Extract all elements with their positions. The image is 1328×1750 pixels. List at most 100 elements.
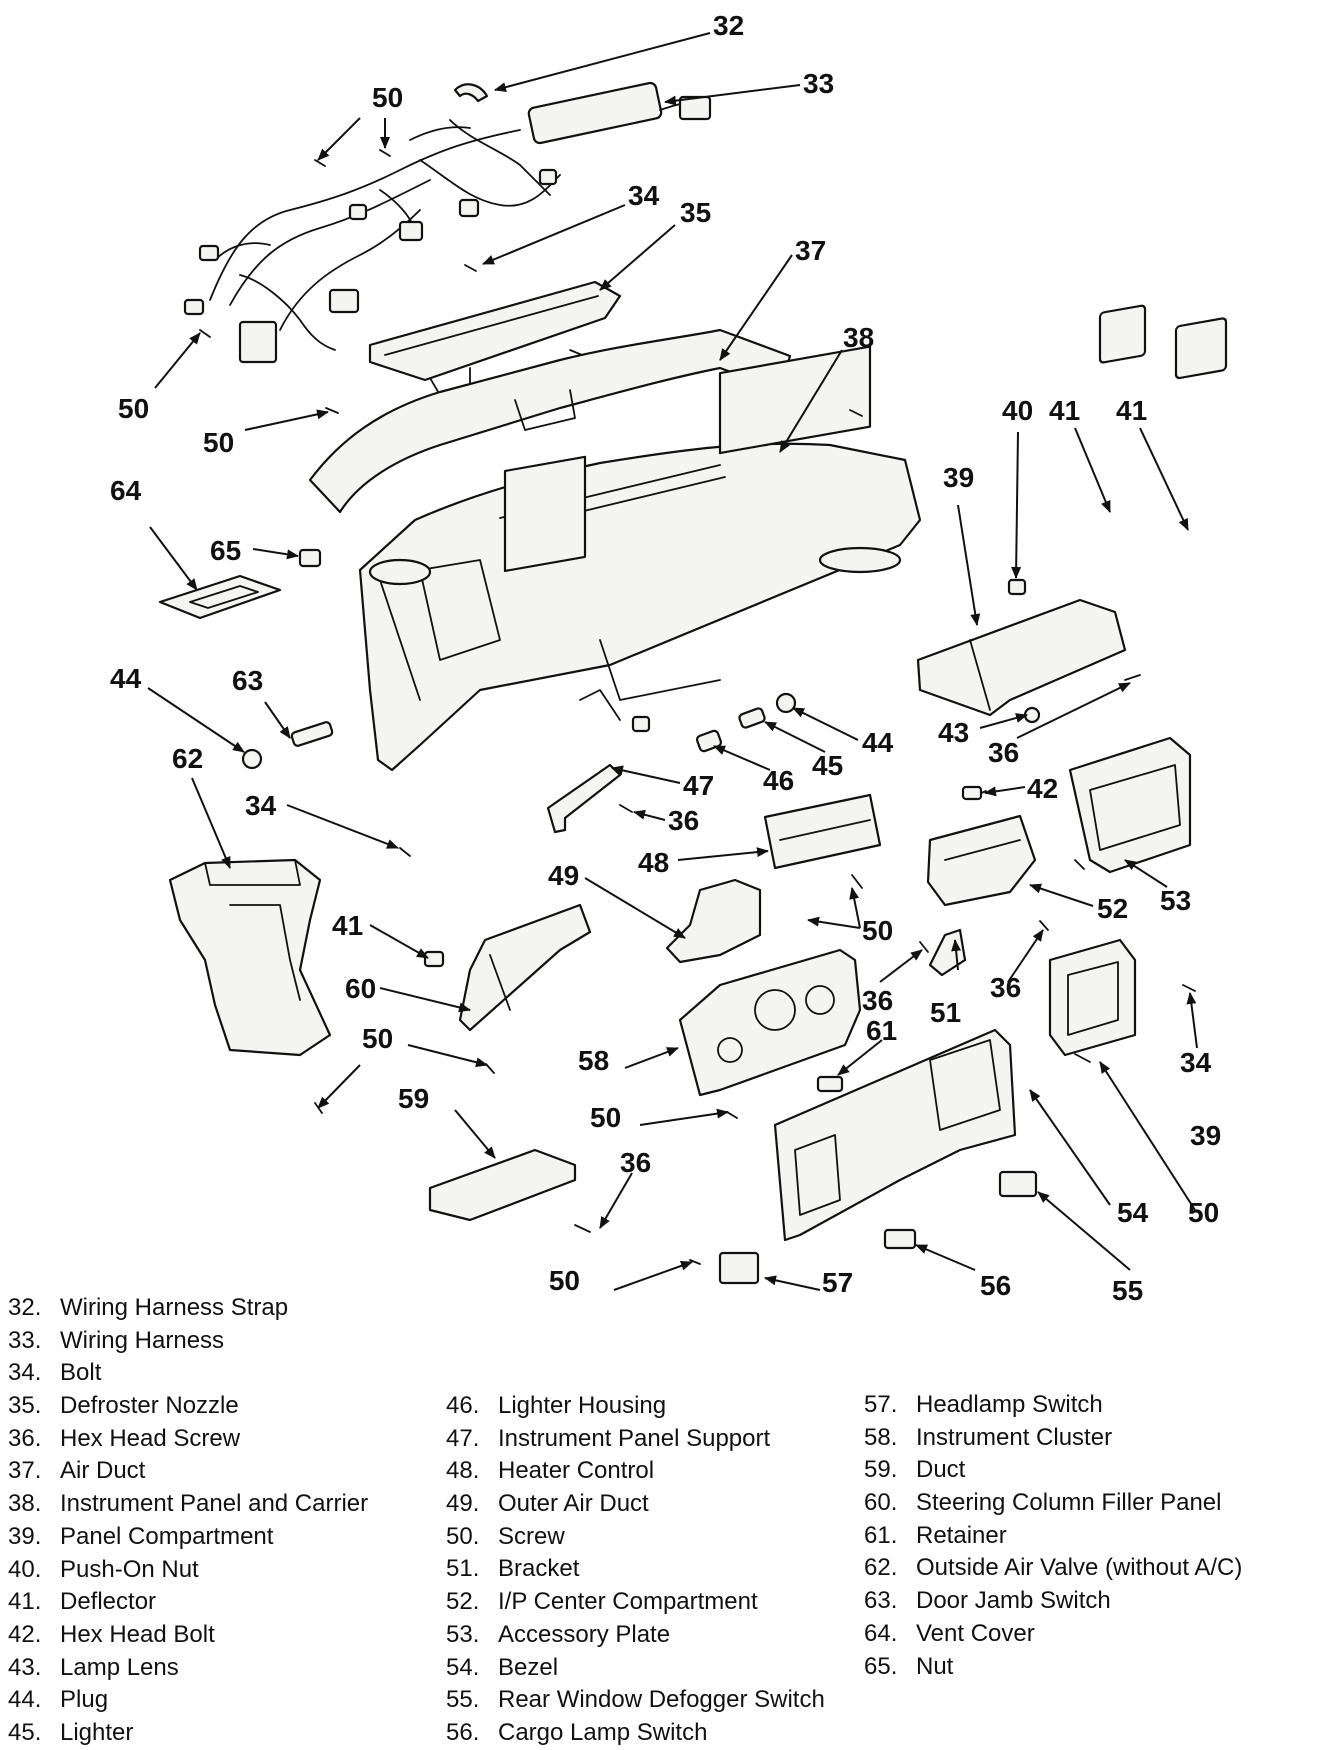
legend-item: 52.I/P Center Compartment (446, 1588, 758, 1616)
retainer (816, 1075, 844, 1093)
legend-item: 59.Duct (864, 1456, 966, 1484)
callout-63: 63 (232, 665, 263, 696)
instrument-panel-support (546, 763, 622, 834)
callout-64: 64 (110, 475, 142, 506)
callout-50: 50 (372, 82, 403, 113)
callout-41: 41 (332, 910, 363, 941)
legend-item: 36.Hex Head Screw (8, 1424, 241, 1452)
legend-item: 62.Outside Air Valve (without A/C) (864, 1554, 1243, 1582)
legend-item: 60.Steering Column Filler Panel (864, 1489, 1222, 1517)
callout-45: 45 (812, 750, 843, 781)
callout-38: 38 (843, 322, 874, 353)
outside-air-valve (168, 858, 332, 1057)
callout-50: 50 (590, 1102, 621, 1133)
callout-34: 34 (628, 180, 660, 211)
bracket (928, 928, 967, 977)
callout-50: 50 (549, 1265, 580, 1296)
wiring-harness-strap (453, 83, 489, 103)
legend-item: 37.Air Duct (8, 1457, 146, 1485)
legend-item: 49.Outer Air Duct (446, 1490, 649, 1518)
callout-36: 36 (990, 972, 1021, 1003)
callout-54: 54 (1117, 1197, 1149, 1228)
callout-36: 36 (668, 805, 699, 836)
callout-35: 35 (680, 197, 711, 228)
callout-39: 39 (943, 462, 974, 493)
legend-item: 33.Wiring Harness (8, 1326, 225, 1354)
legend-item: 64.Vent Cover (864, 1619, 1035, 1647)
callout-52: 52 (1097, 893, 1128, 924)
heater-control (763, 793, 882, 870)
callout-39: 39 (1190, 1120, 1221, 1151)
callout-34: 34 (1180, 1047, 1212, 1078)
callout-34: 34 (245, 790, 277, 821)
callout-61: 61 (866, 1015, 897, 1046)
legend-item: 42.Hex Head Bolt (8, 1620, 215, 1648)
callout-44: 44 (110, 663, 142, 694)
defroster-nozzle (368, 280, 622, 396)
hex-head-bolt (961, 785, 983, 801)
callout-49: 49 (548, 860, 579, 891)
callout-50: 50 (362, 1023, 393, 1054)
callout-43: 43 (938, 717, 969, 748)
callout-65: 65 (210, 535, 241, 566)
callout-57: 57 (822, 1267, 853, 1298)
ip-center-compartment (926, 814, 1037, 907)
callout-50: 50 (118, 393, 149, 424)
instrument-cluster (678, 948, 862, 1097)
legend-item: 63.Door Jamb Switch (864, 1587, 1111, 1615)
legend-item: 45.Lighter (8, 1718, 134, 1746)
panel-compartment-lower (1048, 938, 1137, 1057)
callout-58: 58 (578, 1045, 609, 1076)
callout-33: 33 (803, 68, 834, 99)
legend-item: 48.Heater Control (446, 1457, 655, 1485)
callout-50: 50 (203, 427, 234, 458)
legend-item: 34.Bolt (8, 1359, 102, 1387)
legend-item: 65.Nut (864, 1652, 954, 1680)
callout-40: 40 (1002, 395, 1033, 426)
legend-item: 44.Plug (8, 1686, 109, 1714)
plug (241, 748, 263, 770)
legend-item: 43.Lamp Lens (8, 1653, 179, 1681)
lighter-parts (631, 692, 797, 753)
callout-32: 32 (713, 10, 744, 41)
callout-50: 50 (1188, 1197, 1219, 1228)
callout-48: 48 (638, 847, 669, 878)
callout-59: 59 (398, 1083, 429, 1114)
legend-item: 56.Cargo Lamp Switch (446, 1718, 708, 1746)
legend-item: 46.Lighter Housing (446, 1392, 667, 1419)
lamp-lens (1023, 706, 1041, 724)
legend-item: 47.Instrument Panel Support (446, 1424, 771, 1452)
wiring-harness (183, 81, 712, 364)
legend-item: 51.Bracket (446, 1555, 580, 1583)
bezel (773, 1028, 1017, 1242)
vent-cover (158, 574, 282, 620)
legend-item: 54.Bezel (446, 1653, 559, 1681)
legend-item: 41.Deflector (8, 1588, 157, 1616)
accessory-plate (1068, 736, 1192, 874)
leader-lines (147, 32, 1198, 1291)
legend-item: 32.Wiring Harness Strap (8, 1294, 289, 1321)
callout-53: 53 (1160, 885, 1191, 916)
callout-numbers: 32 33 50 34 35 37 50 50 38 41 41 40 39 6… (110, 10, 1221, 1306)
outer-air-duct (665, 878, 762, 964)
legend-item: 40.Push-On Nut (8, 1555, 199, 1583)
callout-55: 55 (1112, 1275, 1143, 1306)
callout-50: 50 (862, 915, 893, 946)
legend-item: 57.Headlamp Switch (864, 1391, 1103, 1418)
callout-47: 47 (683, 770, 714, 801)
callout-36: 36 (862, 985, 893, 1016)
callout-37: 37 (795, 235, 826, 266)
legend-item: 61.Retainer (864, 1521, 1007, 1549)
callout-60: 60 (345, 973, 376, 1004)
panel-compartment-upper (916, 598, 1127, 717)
callout-41: 41 (1116, 395, 1147, 426)
legend-item: 58.Instrument Cluster (864, 1423, 1113, 1451)
exploded-parts-diagram: 32 33 50 34 35 37 50 50 38 41 41 40 39 6… (110, 10, 1228, 1306)
instrument-panel-and-carrier (358, 345, 922, 772)
legend-column-3: 57.Headlamp Switch 58.Instrument Cluster… (864, 1389, 1242, 1683)
screws-and-bolts (199, 149, 1196, 1265)
callout-44: 44 (862, 727, 894, 758)
callout-56: 56 (980, 1270, 1011, 1301)
callout-42: 42 (1027, 773, 1058, 804)
duct (428, 1148, 577, 1222)
